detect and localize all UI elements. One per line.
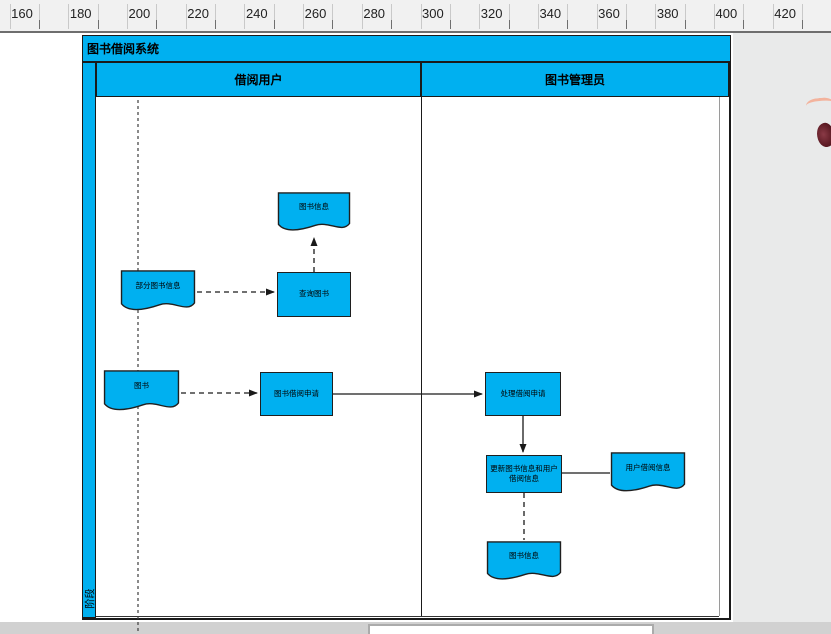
- ruler-tick-separator: [391, 4, 393, 29]
- shape-label: 处理借阅申请: [500, 388, 546, 398]
- phase-label: 阶段: [85, 588, 97, 609]
- shape-label: 图书信息: [509, 551, 539, 561]
- ruler-tick-minor: [391, 20, 393, 29]
- document-icon: [277, 192, 351, 237]
- ruler-tick-separator: [508, 4, 510, 29]
- shape-process-handle-request[interactable]: 处理借阅申请: [485, 372, 561, 416]
- lane-label: 图书管理员: [544, 73, 605, 87]
- flowchart-frame[interactable]: [82, 35, 731, 620]
- lane-header-borrow-user[interactable]: 借阅用户: [96, 62, 421, 97]
- shape-label: 图书: [134, 381, 149, 391]
- shape-label: 部分图书信息: [135, 281, 181, 291]
- ruler-tick-separator: [714, 4, 715, 29]
- ruler-tick-minor: [449, 20, 451, 29]
- bottom-popup-panel[interactable]: [368, 624, 654, 634]
- ruler-tick-minor: [215, 20, 216, 29]
- ruler-label: 160: [11, 6, 33, 21]
- lane-right-edge: [719, 97, 720, 616]
- ruler-tick-separator: [743, 4, 745, 29]
- shape-document-partial-book-info[interactable]: 部分图书信息: [120, 270, 196, 317]
- horizontal-ruler: 160 180 200 220 240 260 280 300 320 340 360 380 400 4…: [0, 0, 831, 33]
- ruler-tick-minor: [802, 20, 803, 29]
- ruler-tick-separator: [537, 4, 539, 29]
- shape-label: 更新图书信息和用户借阅信息: [490, 463, 558, 484]
- lane-bottom-edge: [96, 616, 719, 617]
- ruler-label: 420: [774, 6, 796, 21]
- ruler-label: 180: [69, 6, 92, 21]
- ruler-tick-separator: [244, 4, 246, 29]
- ruler-tick-minor: [38, 20, 40, 29]
- ruler-tick-separator: [127, 4, 128, 29]
- ruler-tick-minor: [332, 20, 334, 29]
- lane-header-book-admin[interactable]: 图书管理员: [421, 62, 729, 97]
- ruler-tick-minor: [743, 20, 745, 29]
- document-icon: [486, 541, 562, 586]
- ruler-tick-separator: [420, 4, 422, 29]
- ruler-tick-separator: [215, 4, 217, 29]
- lane-label: 借阅用户: [234, 73, 283, 87]
- shape-label: 用户借阅信息: [625, 462, 671, 472]
- offpage-background: [733, 33, 831, 624]
- flowchart-title-bar[interactable]: 图书借阅系统: [82, 35, 731, 62]
- ruler-label: 340: [539, 6, 562, 21]
- ruler-tick-minor: [156, 20, 158, 29]
- shape-process-update-info[interactable]: 更新图书信息和用户借阅信息: [486, 455, 562, 493]
- ruler-label: 380: [656, 6, 679, 21]
- flowchart-title: 图书借阅系统: [87, 42, 160, 56]
- shape-document-user-borrow-info[interactable]: 用户借阅信息: [610, 452, 686, 498]
- ruler-label: 280: [363, 6, 386, 21]
- lane-divider: [421, 97, 422, 617]
- ruler-tick-separator: [9, 4, 11, 29]
- shape-document-book-info-bottom[interactable]: 图书信息: [486, 541, 562, 586]
- ruler-label: 200: [128, 6, 151, 21]
- ruler-tick-separator: [567, 4, 569, 29]
- ruler-tick-separator: [684, 4, 686, 29]
- shape-process-query-book[interactable]: 查询图书: [277, 272, 351, 317]
- phase-strip[interactable]: 阶段: [82, 62, 97, 618]
- ruler-tick-minor: [273, 20, 275, 29]
- shape-process-borrow-request[interactable]: 图书借阅申请: [260, 372, 333, 416]
- ruler-label: 320: [480, 6, 503, 21]
- ruler-label: 300: [422, 6, 444, 21]
- ruler-tick-minor: [97, 20, 99, 29]
- ruler-tick-separator: [596, 4, 598, 29]
- shape-label: 图书信息: [299, 202, 329, 212]
- document-icon: [120, 270, 196, 317]
- ruler-tick-minor: [684, 20, 686, 29]
- shape-label: 查询图书: [299, 289, 329, 299]
- ruler-label: 360: [598, 6, 620, 21]
- ruler-label: 400: [715, 6, 738, 21]
- ruler-tick-separator: [185, 4, 187, 29]
- ruler-tick-separator: [655, 4, 657, 29]
- document-icon: [610, 452, 686, 498]
- ruler-tick-separator: [156, 4, 158, 29]
- ruler-tick-minor: [625, 20, 627, 29]
- ruler-tick-minor: [567, 20, 569, 29]
- shape-document-book[interactable]: 图书: [103, 370, 180, 417]
- ruler-tick-minor: [508, 20, 510, 29]
- shape-label: 图书借阅申请: [274, 388, 319, 398]
- ruler-label: 220: [187, 6, 209, 21]
- ruler-label: 240: [245, 6, 268, 21]
- ruler-tick-separator: [802, 4, 804, 29]
- ruler-label: 260: [304, 6, 327, 21]
- ruler-tick-separator: [772, 4, 774, 29]
- ruler-tick-separator: [479, 4, 481, 29]
- ruler-tick-separator: [303, 4, 305, 29]
- ruler-tick-separator: [361, 4, 363, 29]
- ruler-tick-separator: [449, 4, 451, 29]
- ruler-tick-separator: [273, 4, 275, 29]
- shape-document-book-info-top[interactable]: 图书信息: [277, 192, 351, 237]
- ruler-tick-separator: [68, 4, 70, 29]
- ruler-tick-separator: [625, 4, 627, 29]
- ruler-tick-separator: [97, 4, 99, 29]
- ruler-tick-separator: [332, 4, 334, 29]
- document-icon: [103, 370, 180, 417]
- ruler-tick-separator: [38, 4, 40, 29]
